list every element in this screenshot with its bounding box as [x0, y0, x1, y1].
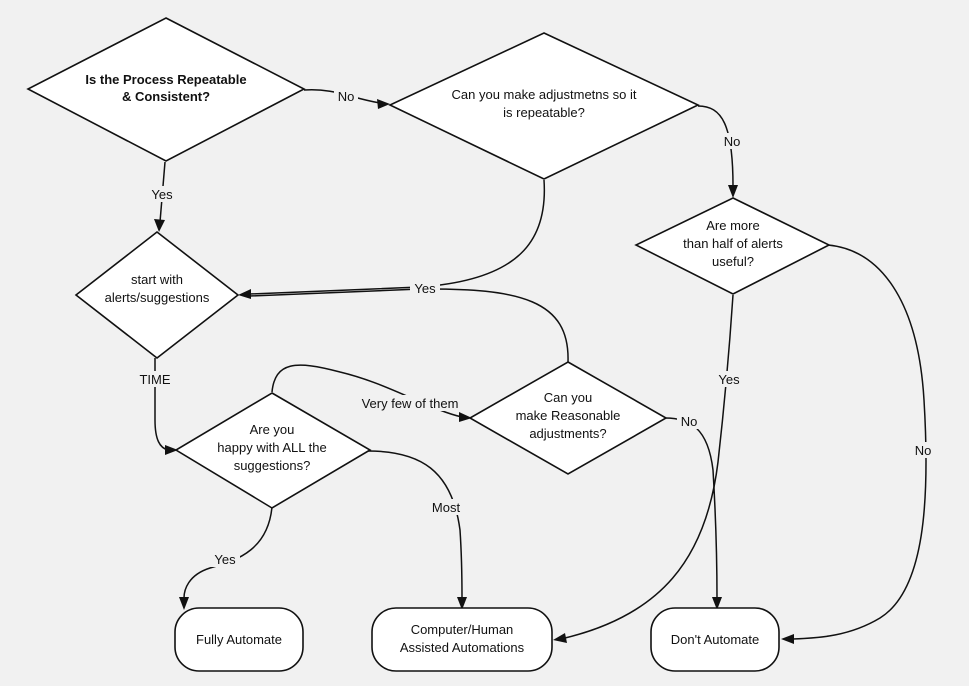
decision-reasonable-line-2: make Reasonable: [516, 408, 621, 423]
decision-shape: [468, 361, 668, 475]
edge-label-half-no: No: [915, 443, 932, 458]
label-background: [352, 395, 468, 411]
arrowhead: [179, 597, 189, 610]
edge-label-adjust-no: No: [724, 134, 741, 149]
decision-happy: Are you happy with ALL the suggestions?: [174, 392, 372, 509]
label-background: [334, 88, 358, 104]
terminal-dont-automate-label: Don't Automate: [671, 632, 759, 647]
decision-shape: [74, 230, 240, 360]
terminal-assisted-automations: Computer/Human Assisted Automations: [371, 607, 553, 672]
terminal-fully-automate-label: Fully Automate: [196, 632, 282, 647]
decision-repeatable-line-2: & Consistent?: [122, 89, 210, 104]
edge-label-start-time: TIME: [139, 372, 170, 387]
decision-shape: [634, 197, 831, 295]
edge-half-no: [792, 244, 927, 640]
edge-label-adjust-yes: Yes: [414, 281, 436, 296]
decision-half-useful-line-1: Are more: [706, 218, 759, 233]
terminal-shape: [650, 607, 780, 672]
arrowhead: [459, 412, 472, 422]
decision-half-useful-line-3: useful?: [712, 254, 754, 269]
decision-half-useful-line-2: than half of alerts: [683, 236, 783, 251]
edge-labels: No Yes No Yes TIME Very few of them Most…: [136, 88, 935, 567]
edge-label-happy-yes: Yes: [214, 552, 236, 567]
decision-adjust-repeatable-line-2: is repeatable?: [503, 105, 585, 120]
decision-reasonable-line-3: adjustments?: [529, 426, 606, 441]
edge-label-happy-very-few: Very few of them: [362, 396, 459, 411]
edge-label-repeatable-yes: Yes: [151, 187, 173, 202]
edge-label-half-yes: Yes: [718, 372, 740, 387]
arrowhead: [165, 445, 178, 455]
edge-half-yes: [564, 294, 734, 639]
decision-start-alerts-line-1: start with: [131, 272, 183, 287]
decision-reasonable: Can you make Reasonable adjustments?: [468, 361, 668, 475]
decision-shape: [26, 17, 306, 162]
decision-happy-line-2: happy with ALL the: [217, 440, 326, 455]
decision-start-alerts: start with alerts/suggestions: [74, 230, 240, 360]
terminal-shape: [371, 607, 553, 672]
arrowhead: [154, 219, 165, 232]
terminal-shape: [174, 607, 304, 672]
terminal-assisted-line-2: Assisted Automations: [400, 640, 525, 655]
decision-adjust-repeatable: Can you make adjustmetns so it is repeat…: [388, 32, 700, 180]
arrowhead: [457, 597, 467, 610]
edge-label-repeatable-no: No: [338, 89, 355, 104]
edge-adjust-yes: [249, 179, 546, 295]
label-background: [677, 413, 701, 429]
edge-label-reasonable-no: No: [681, 414, 698, 429]
arrowhead: [553, 633, 567, 643]
label-background: [720, 133, 744, 149]
terminal-dont-automate: Don't Automate: [650, 607, 780, 672]
label-background: [210, 551, 240, 567]
terminal-assisted-line-1: Computer/Human: [411, 622, 514, 637]
edge-label-happy-most: Most: [432, 500, 461, 515]
label-background: [148, 186, 176, 202]
label-background: [427, 499, 465, 515]
edge-adjust-no: [697, 105, 734, 187]
arrowhead: [728, 185, 738, 198]
edges: [154, 89, 927, 644]
decision-repeatable: Is the Process Repeatable & Consistent?: [26, 17, 306, 162]
decision-adjust-repeatable-line-1: Can you make adjustmetns so it: [452, 87, 637, 102]
decision-half-useful: Are more than half of alerts useful?: [634, 197, 831, 295]
decision-shape: [388, 32, 700, 180]
arrowhead: [781, 634, 794, 644]
arrowhead: [712, 597, 722, 610]
arrowhead: [238, 289, 251, 299]
decision-repeatable-line-1: Is the Process Repeatable: [85, 72, 246, 87]
label-background: [911, 442, 935, 458]
label-background: [136, 371, 174, 387]
decision-reasonable-line-1: Can you: [544, 390, 592, 405]
decision-happy-line-3: suggestions?: [234, 458, 311, 473]
edge-happy-most: [367, 450, 463, 599]
decision-shape: [174, 392, 372, 509]
label-background: [410, 280, 440, 296]
edge-reasonable-yes: [249, 288, 569, 363]
terminal-fully-automate: Fully Automate: [174, 607, 304, 672]
arrowhead: [377, 99, 390, 109]
label-background: [714, 371, 744, 387]
decision-start-alerts-line-2: alerts/suggestions: [105, 290, 210, 305]
decision-happy-line-1: Are you: [250, 422, 295, 437]
